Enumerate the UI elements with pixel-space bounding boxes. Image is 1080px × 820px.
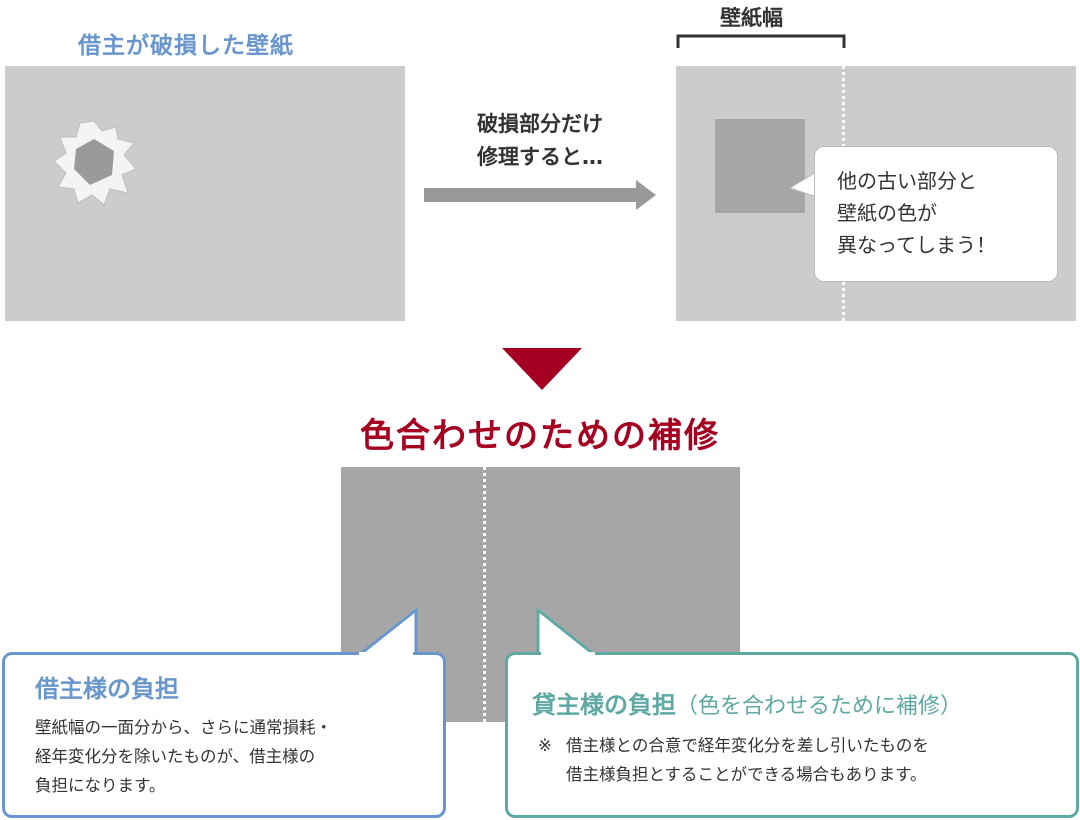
result-title: 色合わせのための補修 — [0, 408, 1080, 457]
torn-hole-icon — [50, 117, 140, 209]
tenant-description: 壁紙幅の一面分から、さらに通常損耗・ 経年変化分を除いたものが、借主様の 負担に… — [35, 713, 332, 800]
landlord-title: 貸主様の負担 — [532, 691, 676, 719]
tenant-callout: 借主様の負担 壁紙幅の一面分から、さらに通常損耗・ 経年変化分を除いたものが、借… — [2, 652, 446, 818]
tenant-tail-join — [359, 652, 413, 656]
wallpaper-width-label: 壁紙幅 — [720, 2, 783, 32]
landlord-callout-tail-icon — [536, 606, 628, 658]
width-bracket-icon — [676, 32, 848, 50]
landlord-description: 借主様との合意で経年変化分を差し引いたものを 借主様負担とすることができる場合も… — [566, 731, 929, 789]
right-arrow-icon — [424, 180, 658, 210]
color-mismatch-callout: 他の古い部分と 壁紙の色が 異なってしまう！ — [814, 146, 1058, 282]
arrow-caption: 破損部分だけ 修理すると… — [440, 108, 640, 174]
damaged-wallpaper-title: 借主が破損した壁紙 — [78, 26, 294, 60]
landlord-title-note: （色を合わせるために補修） — [676, 694, 962, 719]
tenant-callout-tail-icon — [356, 606, 448, 658]
landlord-tail-join — [541, 652, 595, 656]
landlord-callout: 貸主様の負担（色を合わせるために補修） ※ 借主様との合意で経年変化分を差し引い… — [505, 652, 1079, 818]
tenant-title: 借主様の負担 — [35, 669, 179, 704]
down-triangle-icon — [502, 348, 582, 392]
landlord-note-mark: ※ — [538, 731, 552, 760]
landlord-title-row: 貸主様の負担（色を合わせるために補修） — [532, 685, 962, 720]
repair-seam-line — [483, 467, 486, 722]
callout-text: 他の古い部分と 壁紙の色が 異なってしまう！ — [837, 165, 996, 261]
